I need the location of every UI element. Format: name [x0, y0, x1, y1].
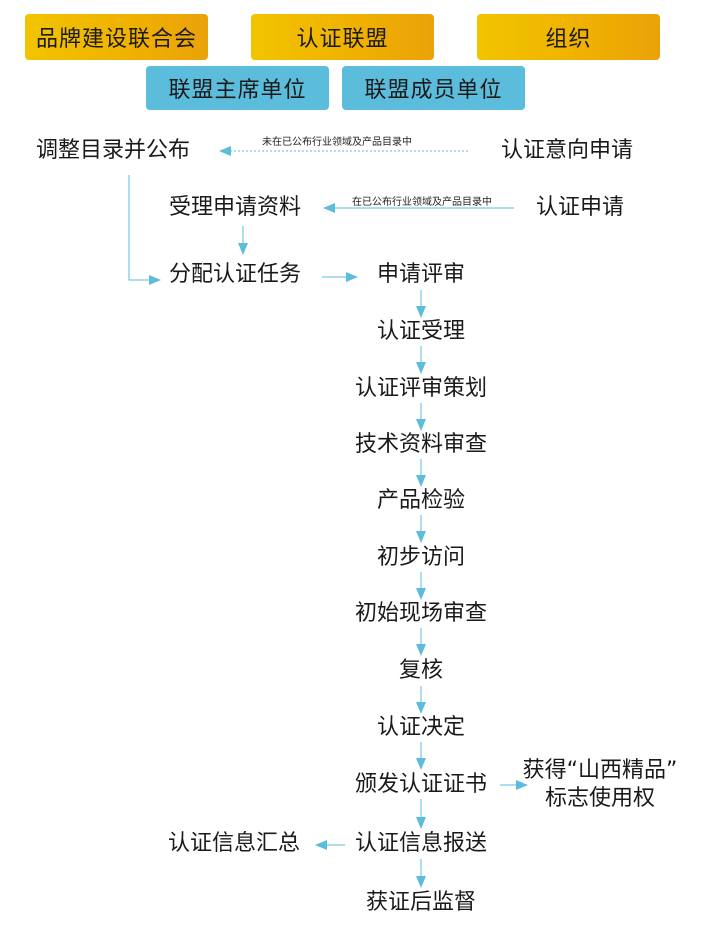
step-review-planning: 认证评审策划 — [354, 376, 488, 401]
step-report-cert-info: 认证信息报送 — [354, 831, 488, 856]
node-mark-right-line2: 标志使用权 — [544, 786, 656, 811]
edge-label-not-in-catalog: 未在已公布行业领域及产品目录中 — [262, 137, 412, 148]
node-assign-cert-task: 分配认证任务 — [169, 262, 302, 287]
org-box-organization: 组织 — [477, 14, 660, 60]
step-recheck: 复核 — [398, 658, 444, 683]
node-cert-application: 认证申请 — [536, 195, 625, 220]
step-initial-visit: 初步访问 — [376, 545, 466, 570]
step-cert-decision: 认证决定 — [376, 715, 466, 740]
org-box-brand-alliance: 品牌建设联合会 — [25, 14, 208, 60]
node-cert-info-summary: 认证信息汇总 — [168, 831, 301, 856]
org-box-cert-alliance: 认证联盟 — [251, 14, 434, 60]
edge-label-in-catalog: 在已公布行业领域及产品目录中 — [352, 197, 492, 208]
org-box-member-unit: 联盟成员单位 — [342, 66, 525, 110]
step-issue-certificate: 颁发认证证书 — [354, 772, 488, 797]
node-accept-application-docs: 受理申请资料 — [169, 195, 302, 220]
step-initial-onsite-review: 初始现场审查 — [354, 601, 488, 626]
step-technical-doc-review: 技术资料审查 — [354, 432, 488, 457]
node-cert-intent-application: 认证意向申请 — [501, 138, 634, 163]
step-application-review: 申请评审 — [376, 262, 466, 287]
step-product-inspection: 产品检验 — [376, 488, 466, 513]
step-post-cert-supervision: 获证后监督 — [365, 890, 477, 915]
org-box-chair-unit: 联盟主席单位 — [146, 66, 329, 110]
node-mark-right-line1: 获得“山西精品” — [522, 758, 678, 783]
step-cert-acceptance: 认证受理 — [376, 319, 466, 344]
node-adjust-publish-catalog: 调整目录并公布 — [36, 138, 191, 163]
edge-publish-to-assign — [128, 175, 161, 285]
